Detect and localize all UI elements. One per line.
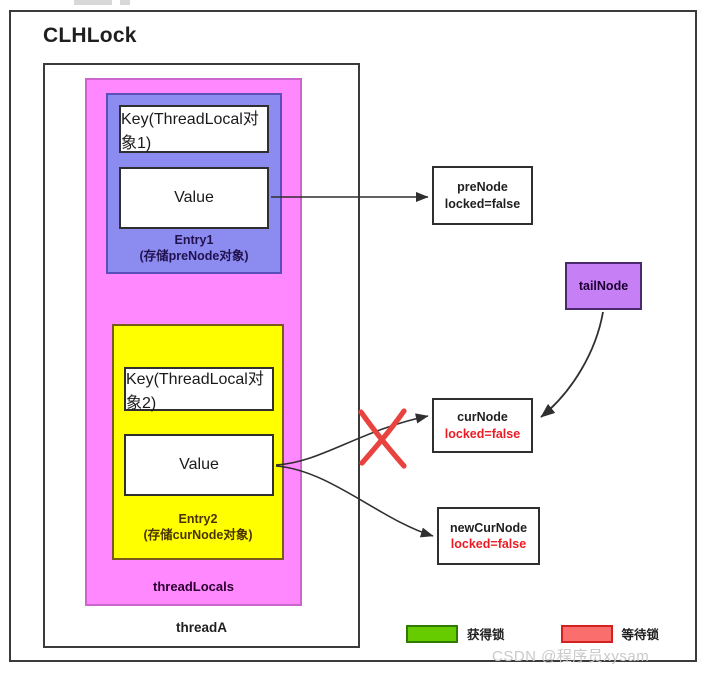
legend-label-waiting: 等待锁 bbox=[621, 628, 660, 642]
entry1-value-box: Value bbox=[119, 167, 269, 229]
node-tailnode: tailNode bbox=[565, 262, 642, 310]
entry2-value-box: Value bbox=[124, 434, 274, 496]
node-prenode: preNode locked=false bbox=[432, 166, 533, 225]
entry2-caption-line1: Entry2 bbox=[178, 512, 218, 526]
cropped-top-strip bbox=[0, 0, 708, 8]
curnode-line1: curNode bbox=[457, 410, 508, 425]
entry1-caption-line2: (存储preNode对象) bbox=[139, 248, 249, 263]
entry2-caption: Entry2 (存储curNode对象) bbox=[112, 512, 284, 543]
entry2-key-box: Key(ThreadLocal对象2) bbox=[124, 367, 274, 412]
curnode-line2: locked=false bbox=[444, 426, 521, 441]
page-title: CLHLock bbox=[43, 24, 137, 47]
newcurnode-line2: locked=false bbox=[450, 537, 527, 551]
threada-label: threadA bbox=[175, 620, 227, 635]
entry2-caption-line2: (存储curNode对象) bbox=[143, 527, 253, 542]
entry1-caption: Entry1 (存储preNode对象) bbox=[106, 233, 282, 264]
node-newcurnode: newCurNode locked=false bbox=[437, 507, 540, 565]
entry1-caption-line1: Entry1 bbox=[174, 233, 214, 247]
legend-item-acquired: 获得锁 bbox=[406, 624, 505, 643]
legend-label-acquired: 获得锁 bbox=[467, 628, 505, 642]
prenode-line1: preNode bbox=[457, 180, 508, 195]
newcurnode-line1: newCurNode bbox=[449, 520, 528, 535]
threadlocals-label: threadLocals bbox=[153, 579, 234, 594]
legend-item-waiting: 等待锁 bbox=[560, 624, 660, 643]
node-curnode: curNode locked=false bbox=[432, 398, 533, 453]
legend: 获得锁 等待锁 bbox=[406, 624, 659, 643]
watermark: CSDN @程序员xysam bbox=[492, 648, 650, 665]
entry1-key-box: Key(ThreadLocal对象1) bbox=[119, 105, 269, 153]
legend-swatch-green bbox=[406, 624, 458, 643]
prenode-line2: locked=false bbox=[444, 196, 521, 211]
legend-swatch-red bbox=[560, 624, 613, 643]
